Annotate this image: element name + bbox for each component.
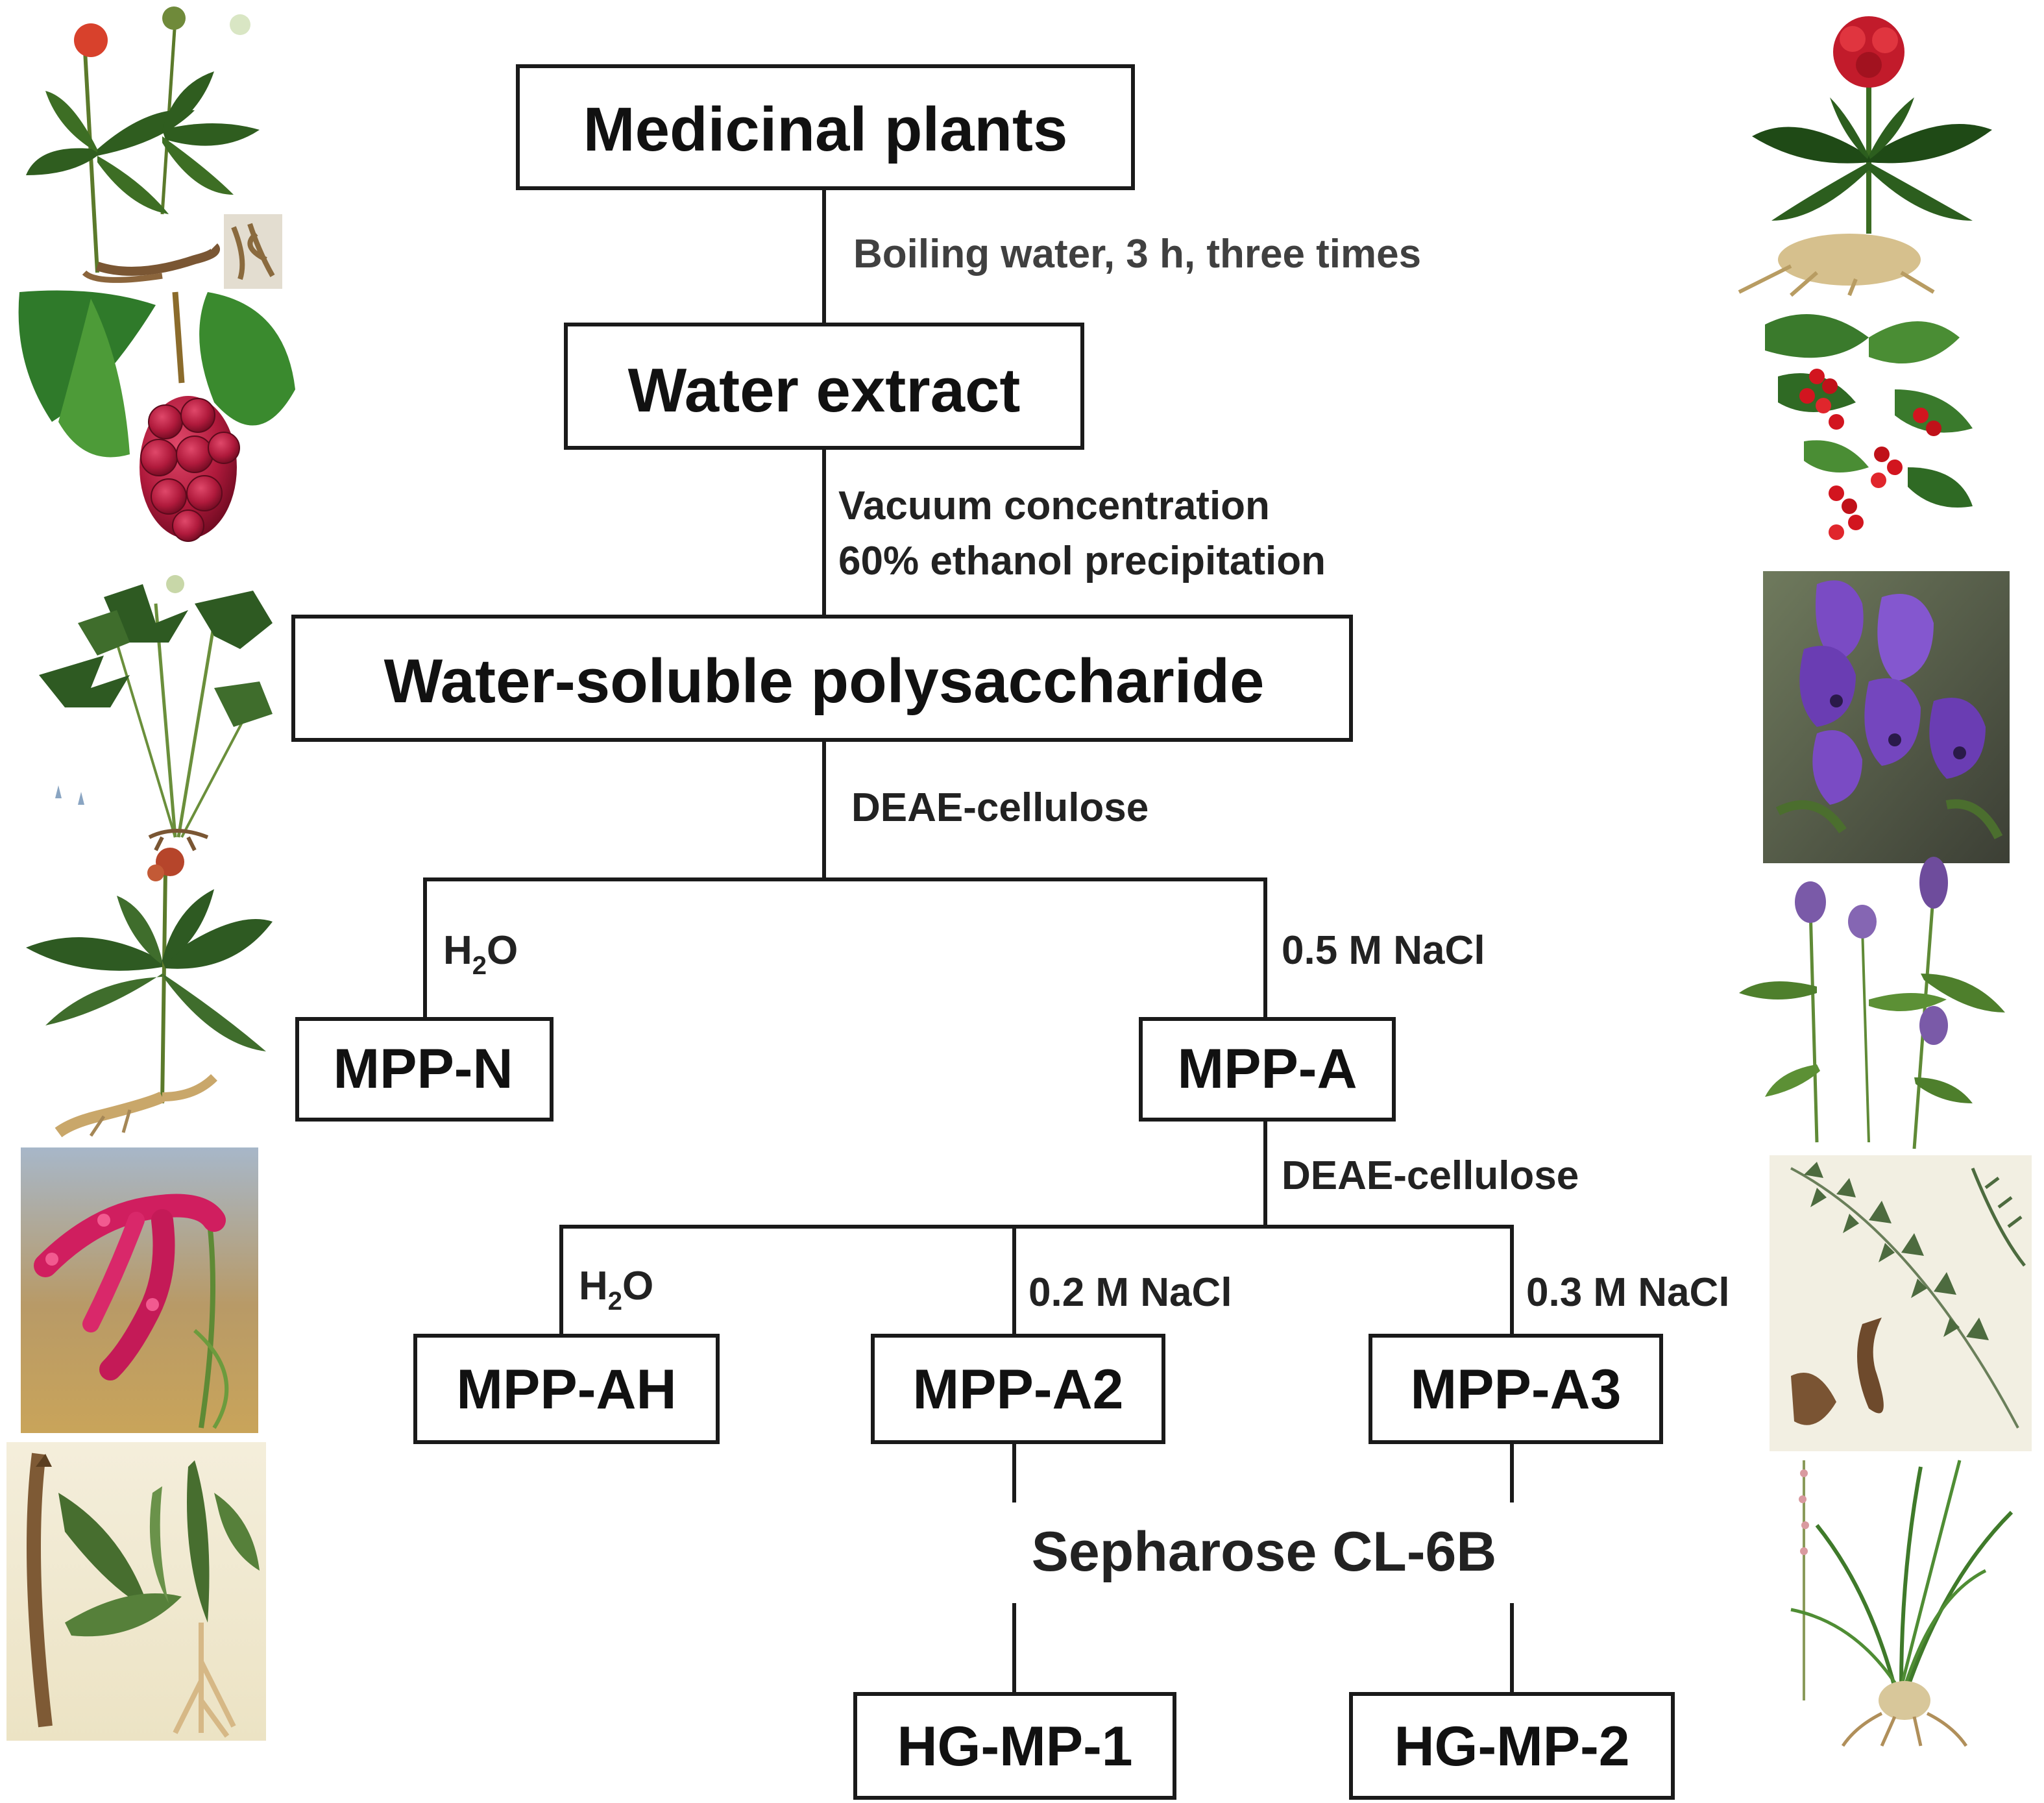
left-plant-images xyxy=(6,6,295,1741)
umbellifer-fern-plant-image xyxy=(39,575,273,852)
water-eluent-2-subscript: 2 xyxy=(608,1287,622,1316)
mpp-a3-box: MPP-A3 xyxy=(1369,1334,1663,1444)
right-plant-images xyxy=(1738,16,2032,1747)
mpp-ah-label: MPP-AH xyxy=(456,1358,676,1421)
ginseng-plant-with-root-image xyxy=(26,6,282,289)
deae-cellulose-step-label-1: DEAE-cellulose xyxy=(851,785,1149,830)
water-extract-box: Water extract xyxy=(564,323,1084,450)
root-with-leaves-illustration-image xyxy=(6,1442,266,1741)
water-eluent-2-o: O xyxy=(622,1264,653,1308)
water-soluble-polysaccharide-label: Water-soluble polysaccharide xyxy=(384,646,1265,716)
mpp-n-box: MPP-N xyxy=(295,1017,554,1122)
water-extract-label: Water extract xyxy=(628,356,1021,425)
hg-mp-1-box: HG-MP-1 xyxy=(853,1692,1176,1800)
red-berry-ginseng-plant-image xyxy=(1738,16,1992,297)
hg-mp-2-box: HG-MP-2 xyxy=(1349,1692,1675,1800)
mpp-n-label: MPP-N xyxy=(333,1038,513,1100)
purple-selfheal-plant-image xyxy=(1739,857,2005,1149)
water-soluble-polysaccharide-box: Water-soluble polysaccharide xyxy=(291,615,1353,742)
water-eluent-2-h: H xyxy=(579,1264,608,1308)
boiling-water-step-label: Boiling water, 3 h, three times xyxy=(853,232,1421,276)
nacl-02m-step-label: 0.2 M NaCl xyxy=(1028,1270,1232,1315)
mpp-a-label: MPP-A xyxy=(1177,1038,1357,1100)
ethanol-precipitation-step-label: 60% ethanol precipitation xyxy=(838,539,1326,583)
water-eluent-1-h: H xyxy=(443,928,472,973)
red-berry-shrub-image xyxy=(1765,314,1973,540)
mpp-a2-label: MPP-A2 xyxy=(913,1358,1124,1421)
connector-lines xyxy=(423,188,1514,1694)
medicinal-plants-label: Medicinal plants xyxy=(583,95,1068,164)
nacl-03m-step-label: 0.3 M NaCl xyxy=(1526,1270,1730,1315)
grass-plant-with-bulb-image xyxy=(1790,1460,2014,1747)
mpp-ah-box: MPP-AH xyxy=(413,1334,720,1444)
pink-knotweed-flower-image xyxy=(21,1147,258,1433)
deae-cellulose-step-label-2: DEAE-cellulose xyxy=(1282,1153,1579,1198)
mpp-a2-box: MPP-A2 xyxy=(871,1334,1165,1444)
sepharose-cl6b-step-label: Sepharose CL-6B xyxy=(1032,1521,1497,1583)
ginseng-plant-with-root-2-image xyxy=(26,848,273,1138)
water-eluent-label-1: H2O xyxy=(443,928,518,980)
hg-mp-1-label: HG-MP-1 xyxy=(897,1715,1132,1778)
mpp-a3-label: MPP-A3 xyxy=(1411,1358,1622,1421)
medicinal-plants-box: Medicinal plants xyxy=(516,64,1135,190)
mpp-a-box: MPP-A xyxy=(1139,1017,1396,1122)
water-eluent-1-o: O xyxy=(487,928,518,973)
vacuum-concentration-step-label: Vacuum concentration xyxy=(838,484,1270,528)
water-eluent-1-subscript: 2 xyxy=(472,951,487,980)
purple-aconite-flowers-image xyxy=(1763,571,2010,863)
water-eluent-label-2: H2O xyxy=(579,1264,653,1316)
nacl-05m-step-label: 0.5 M NaCl xyxy=(1282,928,1485,973)
hg-mp-2-label: HG-MP-2 xyxy=(1394,1715,1629,1778)
fern-leaf-illustration-with-root-image xyxy=(1770,1155,2032,1451)
red-berry-cluster-image xyxy=(18,290,295,542)
